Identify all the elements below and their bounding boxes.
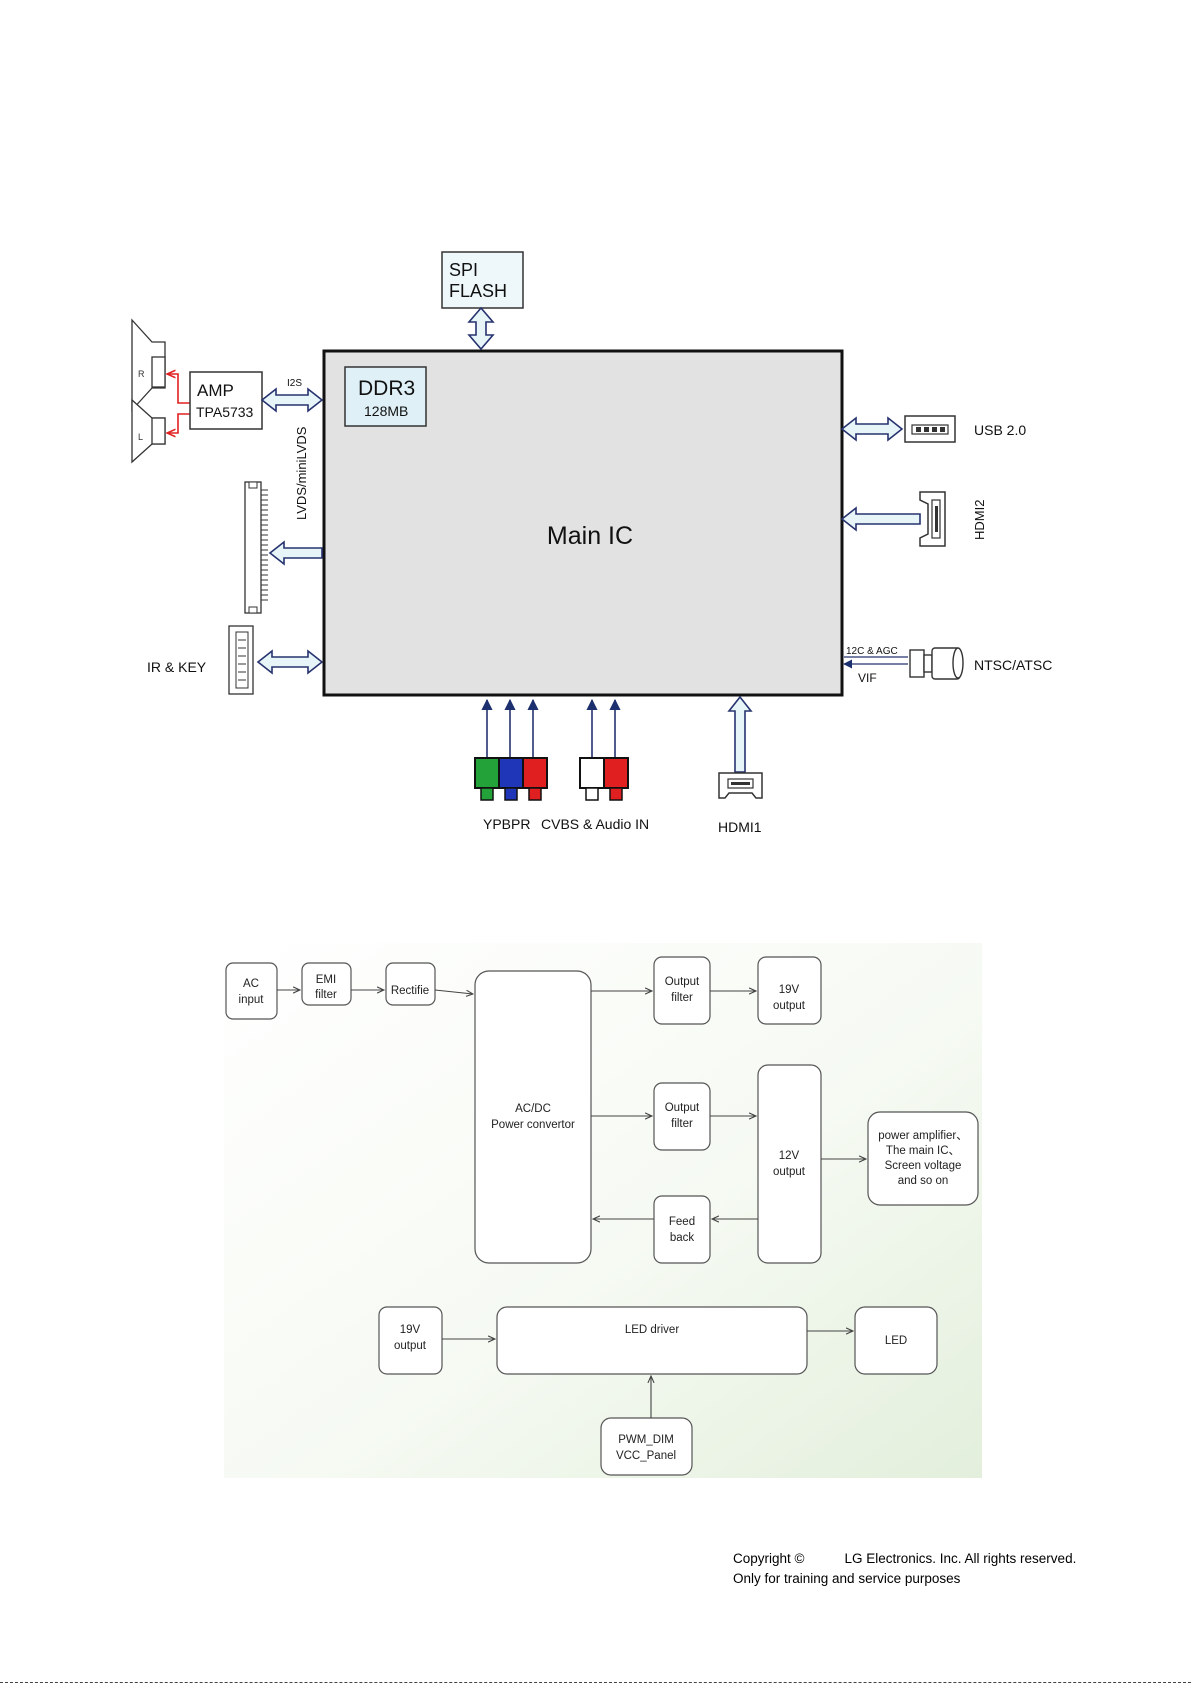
ddr3-size: 128MB [364, 403, 408, 419]
company-rights: LG Electronics. Inc. All rights reserved… [844, 1551, 1077, 1566]
acdc-converter-block [474, 970, 592, 1264]
hdmi1-port-icon [718, 772, 763, 799]
usb-port-icon [904, 415, 956, 443]
ypbpr-label: YPBPR [483, 816, 530, 832]
amp-chip-label: TPA5733 [196, 404, 254, 420]
acdc-label-2: Power convertor [491, 1119, 575, 1131]
ypbpr-input-arrows [481, 698, 621, 762]
vif-label: VIF [858, 671, 877, 685]
emi-filter-label-2: filter [315, 989, 337, 1001]
spi-flash-label-1: SPI [449, 260, 478, 280]
ir-key-connector-icon [228, 625, 254, 695]
loads-label-2: The main IC、 [886, 1145, 960, 1157]
led-block [854, 1306, 938, 1375]
ir-key-label: IR & KEY [147, 659, 207, 675]
hdmi1-input-arrow [727, 695, 753, 773]
spi-flash-label-2: FLASH [449, 281, 507, 301]
output-filter-1-label-1: Output [665, 976, 700, 988]
out-12v-label-1: 12V [779, 1150, 800, 1162]
ypbpr-jacks-icon [474, 757, 548, 801]
rectifie-block [385, 962, 436, 1006]
out-19v-b-label-2: output [394, 1340, 427, 1352]
tuner-label: NTSC/ATSC [974, 657, 1052, 673]
rect-to-acdc-arrow [434, 989, 473, 994]
loads-label-1: power amplifier、 [878, 1130, 967, 1142]
feedback-block [653, 1195, 711, 1264]
rectifie-label: Rectifie [391, 985, 429, 997]
loads-label-4: and so on [898, 1175, 949, 1187]
emi-filter-label-1: EMI [316, 974, 336, 986]
hdmi1-label: HDMI1 [718, 819, 762, 835]
lvds-label: LVDS/miniLVDS [294, 426, 309, 520]
led-driver-label: LED driver [625, 1324, 679, 1336]
ac-input-label-1: AC [243, 978, 259, 990]
out-19v-label-2: output [773, 1000, 806, 1012]
copyright-footer: Copyright © LG Electronics. Inc. All righ… [733, 1549, 1076, 1589]
lvds-connector-icon [244, 481, 268, 614]
feedback-label-2: back [670, 1232, 695, 1244]
feedback-label-1: Feed [669, 1216, 695, 1228]
main-board-diagram: Main IC DDR3 128MB SPI FLASH R L AMP TPA… [131, 251, 1052, 835]
loads-label-3: Screen voltage [885, 1160, 962, 1172]
power-diagram-background [224, 943, 982, 1478]
i2c-agc-label: 12C & AGC [846, 646, 898, 657]
i2s-label: I2S [287, 378, 302, 389]
led-label: LED [885, 1335, 907, 1347]
loads-block [867, 1111, 979, 1206]
out-12v-block [757, 1064, 822, 1264]
usb-bus-arrow [840, 416, 904, 442]
amp-to-speaker-l-line [167, 413, 190, 433]
output-filter-2-block [653, 1082, 711, 1151]
ir-key-bus-arrow [256, 649, 324, 675]
led-driver-block [496, 1306, 808, 1375]
main-ic-label: Main IC [547, 522, 633, 550]
hdmi2-input-arrow [840, 506, 921, 532]
usb-label: USB 2.0 [974, 422, 1026, 438]
power-diagram: AC input EMI filter Rectifie AC/DC Power… [224, 943, 982, 1478]
pwm-label-1: PWM_DIM [618, 1434, 674, 1446]
copyright-line: Copyright © LG Electronics. Inc. All righ… [733, 1549, 1076, 1569]
output-filter-1-block [653, 956, 711, 1025]
pwm-block [600, 1417, 693, 1476]
out-19v-label-1: 19V [779, 984, 800, 996]
emi-filter-block [301, 962, 352, 1006]
ddr3-label: DDR3 [358, 377, 415, 400]
acdc-label-1: AC/DC [515, 1103, 551, 1115]
out-12v-label-2: output [773, 1166, 806, 1178]
output-filter-2-label-2: filter [671, 1118, 693, 1130]
page-bottom-divider [0, 1682, 1191, 1683]
speaker-r-label: R [138, 369, 145, 379]
out-19v-b-block [378, 1306, 443, 1375]
amp-label: AMP [197, 381, 234, 400]
speaker-l-label: L [138, 432, 143, 442]
i2s-bus-arrow [260, 387, 324, 413]
speaker-r-icon [131, 318, 166, 412]
ac-input-label-2: input [239, 994, 265, 1006]
spi-bus-arrow [467, 306, 495, 351]
lvds-output-arrow [268, 540, 323, 566]
purpose-line: Only for training and service purposes [733, 1571, 961, 1586]
copyright-label: Copyright © [733, 1551, 805, 1566]
ddr3-block [344, 366, 427, 427]
ac-input-block [225, 962, 278, 1020]
out-19v-b-label-1: 19V [400, 1324, 421, 1336]
output-filter-1-label-2: filter [671, 992, 693, 1004]
cvbs-audio-label: CVBS & Audio IN [541, 816, 649, 832]
cvbs-audio-jacks-icon [579, 757, 629, 801]
hdmi2-label: HDMI2 [972, 500, 987, 540]
output-filter-2-label-1: Output [665, 1102, 700, 1114]
hdmi2-port-icon [919, 491, 946, 547]
spi-flash-block [441, 251, 524, 309]
amp-to-speaker-r-line [167, 374, 190, 404]
pwm-label-2: VCC_Panel [616, 1450, 676, 1462]
tuner-connector-icon [909, 647, 964, 680]
out-19v-block [757, 956, 822, 1025]
speaker-l-icon [131, 398, 166, 464]
